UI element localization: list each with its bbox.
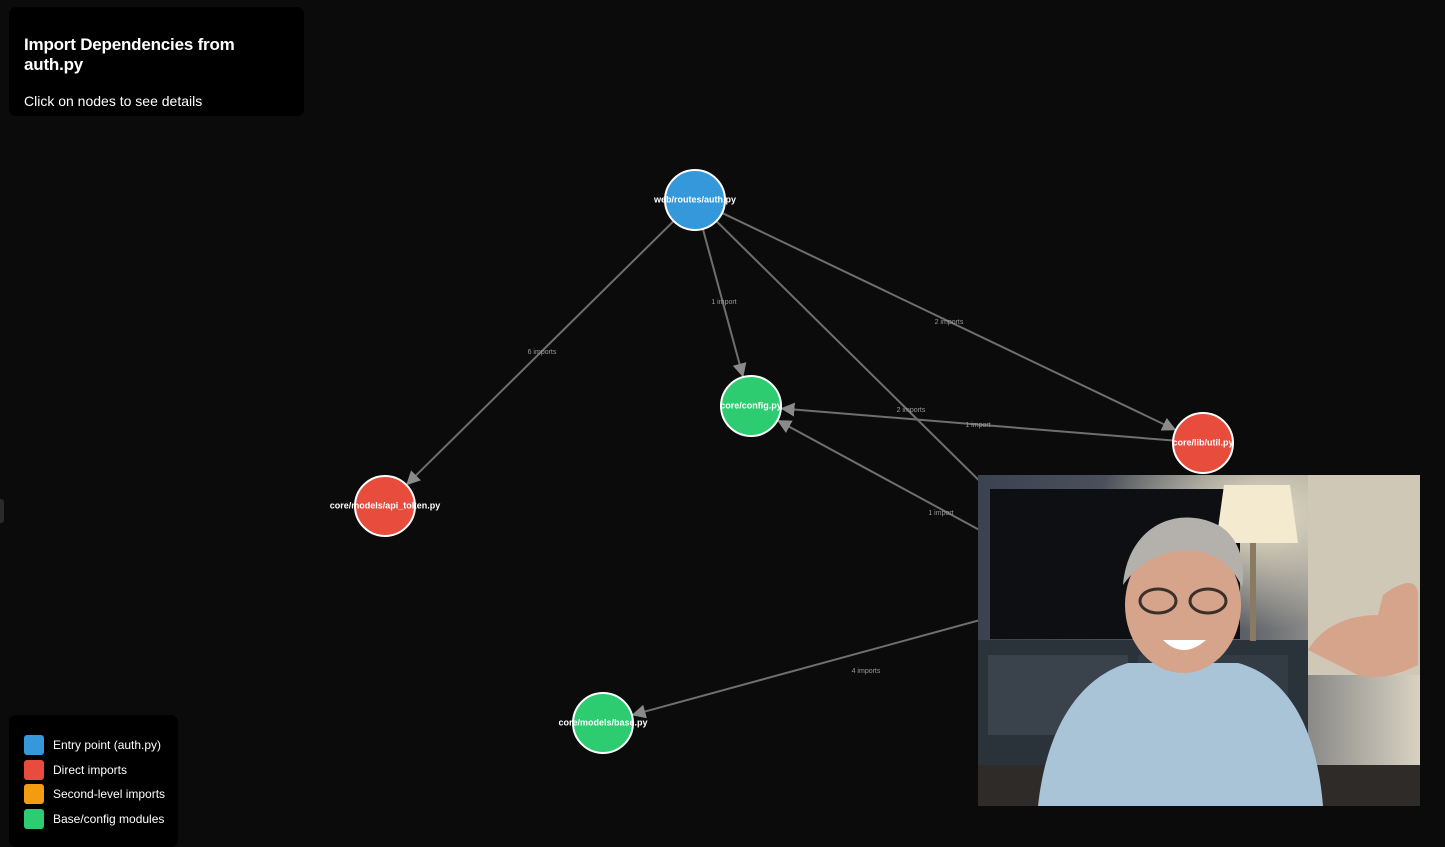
node-util[interactable]: core/lib/util.py	[1172, 412, 1234, 474]
edge-label: 6 imports	[528, 349, 557, 356]
legend-swatch-second-level	[24, 784, 44, 805]
legend: Entry point (auth.py) Direct imports Sec…	[9, 715, 178, 847]
legend-label-direct: Direct imports	[53, 762, 128, 777]
legend-swatch-base	[24, 808, 44, 829]
node-circle[interactable]	[720, 375, 782, 437]
edge-auth-util[interactable]	[721, 212, 1177, 431]
edge-util-config[interactable]	[780, 402, 1174, 442]
node-circle[interactable]	[664, 169, 726, 231]
legend-label-second-level: Second-level imports	[53, 787, 166, 802]
edge-label: 4 imports	[852, 668, 881, 675]
node-auth[interactable]: web/routes/auth.py	[653, 169, 736, 231]
edge-auth-api_token[interactable]	[406, 220, 675, 486]
node-label: core/lib/util.py	[1172, 437, 1233, 447]
node-label: core/models/api_token.py	[330, 500, 441, 510]
edge-label: 1 import	[965, 422, 990, 429]
edge-label: 2 imports	[935, 319, 964, 326]
node-circle[interactable]	[354, 475, 416, 537]
webcam-overlay	[978, 475, 1420, 806]
node-circle[interactable]	[572, 692, 634, 754]
legend-item-second-level: Second-level imports	[24, 784, 178, 805]
node-label: web/routes/auth.py	[653, 194, 736, 204]
node-api-token[interactable]: core/models/api_token.py	[330, 475, 441, 537]
webcam-video	[978, 475, 1420, 806]
graph-subtitle: Click on nodes to see details	[24, 93, 203, 109]
legend-item-direct: Direct imports	[24, 759, 178, 780]
edge-label: 1 import	[928, 510, 953, 517]
info-panel: Import Dependencies from auth.py Click o…	[9, 7, 304, 116]
edge-label: 1 import	[711, 299, 736, 306]
edge-label: 2 imports	[897, 407, 926, 414]
legend-swatch-entry	[24, 735, 44, 755]
node-circle[interactable]	[1172, 412, 1234, 474]
side-panel-handle[interactable]	[0, 499, 4, 523]
legend-label-entry: Entry point (auth.py)	[53, 738, 162, 752]
legend-swatch-direct	[24, 759, 44, 780]
legend-item-base: Base/config modules	[24, 808, 178, 829]
graph-title: Import Dependencies from auth.py	[24, 35, 235, 74]
edge-auth-config[interactable]	[701, 228, 747, 378]
node-base[interactable]: core/models/base.py	[558, 692, 648, 754]
node-label: core/models/base.py	[558, 717, 647, 727]
node-label: core/config.py	[720, 400, 782, 410]
legend-label-base: Base/config modules	[53, 811, 165, 826]
nodes-layer: web/routes/auth.py core/config.py core/mod…	[330, 169, 1234, 754]
node-config[interactable]: core/config.py	[720, 375, 782, 437]
edge-labels-layer: 6 imports 1 import 2 imports 2 imports 1 imp…	[528, 299, 991, 675]
legend-item-entry: Entry point (auth.py)	[24, 735, 178, 755]
